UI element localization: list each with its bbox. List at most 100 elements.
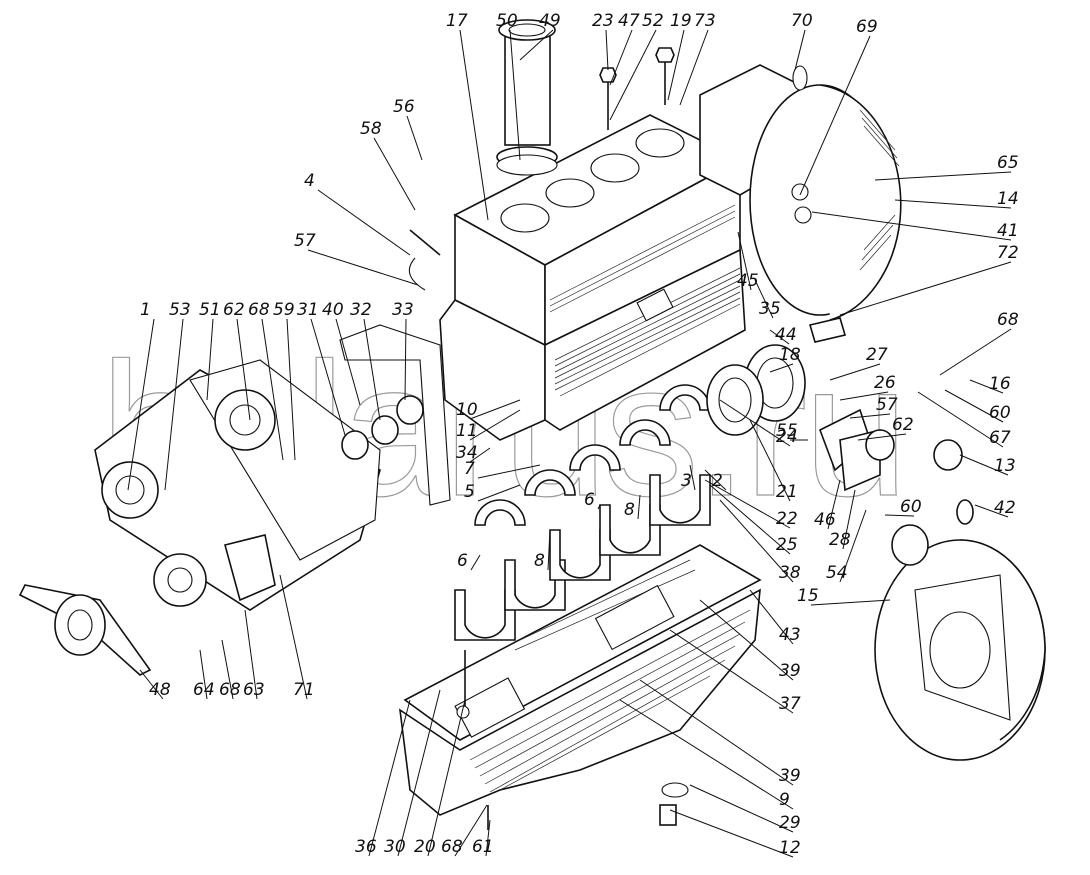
leader-line-48: [139, 669, 164, 700]
leader-line-17: [459, 29, 489, 221]
head-studs: [599, 47, 675, 130]
leader-line-44: [769, 329, 790, 345]
callout-label-68: 68: [997, 310, 1019, 330]
leader-line-39: [699, 599, 794, 681]
leader-line-33: [404, 318, 407, 401]
callout-label-10: 10: [456, 400, 478, 420]
callout-label-45: 45: [737, 271, 759, 291]
callout-label-6: 6: [457, 551, 468, 571]
leader-line-35: [754, 279, 774, 319]
callout-label-65: 65: [997, 153, 1019, 173]
leader-line-63: [244, 609, 258, 700]
leader-line-70: [794, 29, 806, 71]
callout-label-71: 71: [293, 680, 315, 700]
leader-line-57: [307, 249, 419, 286]
callout-label-54: 54: [826, 563, 848, 583]
callout-label-7: 7: [464, 459, 475, 479]
callout-label-29: 29: [779, 813, 801, 833]
leader-line-26: [839, 391, 889, 401]
leader-line-29: [689, 784, 794, 833]
callout-label-49: 49: [539, 11, 561, 31]
leader-line-15: [810, 599, 891, 606]
leader-line-47: [609, 29, 633, 86]
callout-label-30: 30: [384, 837, 406, 857]
callout-label-40: 40: [322, 300, 344, 320]
callout-label-60: 60: [900, 497, 922, 517]
leader-line-68: [939, 328, 1012, 376]
leader-line-45: [737, 231, 752, 291]
callout-label-48: 48: [149, 680, 171, 700]
leader-line-3: [689, 464, 696, 491]
callout-label-55: 55: [776, 421, 798, 441]
leader-line-16: [969, 379, 1004, 394]
callout-label-51: 51: [199, 300, 221, 320]
leader-line-69: [799, 35, 871, 196]
callout-label-67: 67: [989, 428, 1011, 448]
callout-label-27: 27: [866, 345, 888, 365]
callout-label-17: 17: [446, 11, 468, 31]
leader-line-72: [839, 261, 1012, 316]
leader-line-57: [849, 413, 891, 419]
callout-label-39: 39: [779, 661, 801, 681]
leader-line-24: [719, 399, 791, 447]
leader-line-65: [874, 171, 1012, 181]
callout-label-8: 8: [534, 551, 545, 571]
callout-label-52: 52: [642, 11, 664, 31]
callout-label-42: 42: [994, 498, 1016, 518]
callout-label-63: 63: [243, 680, 265, 700]
leader-line-34: [469, 447, 491, 463]
callout-label-32: 32: [350, 300, 372, 320]
leader-line-58: [373, 137, 416, 211]
clutch-housing: [874, 499, 1046, 761]
leader-line-5: [477, 484, 521, 502]
leader-line-14: [894, 199, 1012, 209]
leader-line-52: [609, 29, 657, 121]
callout-label-70: 70: [791, 11, 813, 31]
leader-line-21: [749, 419, 791, 502]
callout-label-46: 46: [814, 510, 836, 530]
callout-label-5: 5: [464, 482, 475, 502]
leader-line-22: [704, 479, 791, 529]
leader-line-59: [286, 318, 296, 461]
callout-label-23: 23: [592, 11, 614, 31]
leader-line-62: [857, 433, 907, 441]
cylinder-liner: [496, 19, 558, 176]
leader-line-73: [679, 29, 709, 106]
leader-line-11: [469, 409, 521, 441]
leader-line-39: [639, 679, 794, 786]
leader-line-8: [637, 494, 641, 520]
callout-label-33: 33: [392, 300, 414, 320]
leader-line-41: [811, 211, 1012, 241]
tensioner-bracket: [18, 584, 152, 676]
leader-line-67: [917, 391, 1004, 448]
leader-line-61: [485, 819, 491, 857]
callout-label-59: 59: [273, 300, 295, 320]
callout-label-35: 35: [759, 299, 781, 319]
callout-label-57: 57: [876, 395, 898, 415]
leader-line-53: [164, 318, 184, 491]
callout-label-62: 62: [223, 300, 245, 320]
callout-label-50: 50: [496, 11, 518, 31]
callout-label-22: 22: [776, 509, 798, 529]
callout-label-47: 47: [618, 11, 640, 31]
leader-line-19: [667, 29, 685, 101]
callout-label-38: 38: [779, 563, 801, 583]
callout-label-28: 28: [829, 530, 851, 550]
leader-line-68: [221, 639, 234, 700]
callout-label-18: 18: [779, 345, 801, 365]
cylinder-block: [439, 114, 746, 441]
leader-line-56: [406, 115, 423, 161]
leader-line-18: [769, 363, 794, 373]
callout-label-60: 60: [989, 403, 1011, 423]
callout-label-26: 26: [874, 373, 896, 393]
callout-label-39: 39: [779, 766, 801, 786]
callout-label-36: 36: [355, 837, 377, 857]
callout-label-68: 68: [441, 837, 463, 857]
leader-line-7: [477, 464, 541, 479]
small-parts: [408, 229, 963, 830]
leader-line-8: [547, 529, 551, 571]
leader-line-68: [454, 804, 488, 857]
